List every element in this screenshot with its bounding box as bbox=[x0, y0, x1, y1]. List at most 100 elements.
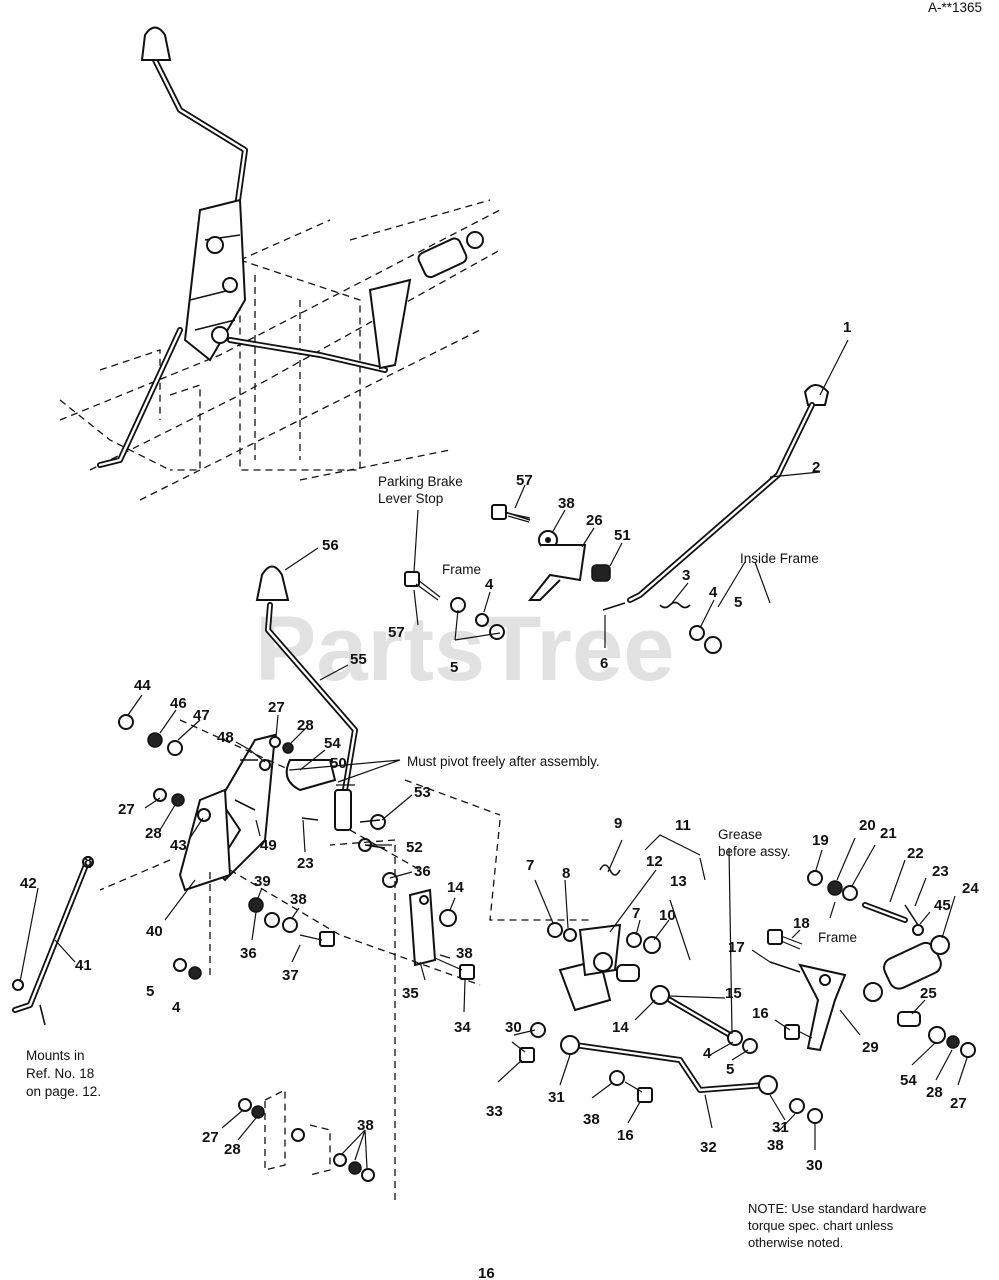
callout-c12: 12 bbox=[646, 853, 663, 870]
callout-c30b: 30 bbox=[806, 1157, 823, 1174]
callout-c20: 20 bbox=[859, 817, 876, 834]
callout-c40: 40 bbox=[146, 923, 163, 940]
callout-c49: 49 bbox=[260, 837, 277, 854]
callout-c14a: 14 bbox=[447, 879, 464, 896]
assembled-view bbox=[59, 26, 501, 501]
callout-c28c: 28 bbox=[926, 1084, 943, 1101]
callout-c5b: 5 bbox=[734, 594, 742, 611]
callout-c50: 50 bbox=[330, 755, 347, 772]
callout-c11: 11 bbox=[675, 817, 691, 834]
frame-label-top: Frame bbox=[442, 562, 481, 577]
callout-c48: 48 bbox=[217, 729, 234, 746]
callout-c28b: 28 bbox=[145, 825, 162, 842]
callout-c55: 55 bbox=[350, 651, 367, 668]
callout-c27d: 27 bbox=[202, 1129, 219, 1146]
callout-c14b: 14 bbox=[612, 1019, 629, 1036]
callout-c38a: 38 bbox=[558, 495, 575, 512]
control-rod-assembly bbox=[627, 384, 830, 603]
inside-frame-label: Inside Frame bbox=[740, 551, 819, 566]
callout-c24: 24 bbox=[962, 880, 979, 897]
callout-c32: 32 bbox=[700, 1139, 717, 1156]
callout-c57b: 57 bbox=[388, 624, 405, 641]
callout-c38e: 38 bbox=[767, 1137, 784, 1154]
must-pivot-label: Must pivot freely after assembly. bbox=[407, 754, 600, 769]
callout-c22: 22 bbox=[907, 845, 924, 862]
callout-c23a: 23 bbox=[297, 855, 314, 872]
callout-c8a: 8 bbox=[562, 865, 570, 882]
callout-c38b: 38 bbox=[290, 891, 307, 908]
callout-c38f: 38 bbox=[357, 1117, 374, 1134]
callout-c19: 19 bbox=[812, 832, 829, 849]
callout-c43: 43 bbox=[170, 837, 187, 854]
callout-c2: 2 bbox=[812, 459, 820, 476]
callout-c54b: 54 bbox=[900, 1072, 917, 1089]
callout-c42: 42 bbox=[20, 875, 37, 892]
callout-c18: 18 bbox=[793, 915, 810, 932]
callout-c7a: 7 bbox=[526, 857, 534, 874]
callout-c36a: 36 bbox=[414, 863, 431, 880]
grease-label-1: Grease bbox=[718, 827, 762, 842]
callout-c30a: 30 bbox=[505, 1019, 522, 1036]
callout-c5a: 5 bbox=[450, 659, 458, 676]
callout-c23b: 23 bbox=[932, 863, 949, 880]
callout-c7b: 7 bbox=[632, 905, 640, 922]
callout-c4c: 4 bbox=[172, 999, 181, 1016]
mounts-label-1: Mounts in bbox=[26, 1048, 85, 1063]
mounts-label-3: on page. 12. bbox=[26, 1084, 101, 1099]
note-line-3: otherwise noted. bbox=[748, 1235, 843, 1250]
leader-lines bbox=[19, 339, 968, 1169]
grease-label-2: before assy. bbox=[718, 844, 791, 859]
callout-c17: 17 bbox=[728, 939, 745, 956]
pivot-assembly bbox=[547, 834, 758, 1054]
callout-c45: 45 bbox=[934, 897, 951, 914]
callout-c21: 21 bbox=[880, 825, 897, 842]
lower-frame-hardware bbox=[99, 719, 590, 1200]
figure-code: A-**1365 bbox=[928, 0, 982, 15]
page-number: 16 bbox=[478, 1265, 495, 1280]
callout-c6: 6 bbox=[600, 655, 608, 672]
callout-c46: 46 bbox=[170, 695, 187, 712]
callout-c39: 39 bbox=[254, 873, 271, 890]
callout-c4b: 4 bbox=[709, 584, 718, 601]
parking-brake-stop-label-1: Parking Brake bbox=[378, 474, 463, 489]
callout-c47: 47 bbox=[193, 707, 210, 724]
frame-label-right: Frame bbox=[818, 930, 857, 945]
parking-brake-stop-hardware bbox=[404, 504, 722, 654]
callout-c57a: 57 bbox=[516, 472, 533, 489]
right-linkage bbox=[767, 870, 976, 1058]
callout-c10: 10 bbox=[659, 907, 676, 924]
callout-c38c: 38 bbox=[456, 945, 473, 962]
callout-c16b: 16 bbox=[617, 1127, 634, 1144]
callout-c44: 44 bbox=[134, 677, 151, 694]
callout-c28d: 28 bbox=[224, 1141, 241, 1158]
callout-c37: 37 bbox=[282, 967, 299, 984]
callout-c13: 13 bbox=[670, 873, 687, 890]
callout-c41: 41 bbox=[75, 957, 92, 974]
callout-c51: 51 bbox=[614, 527, 631, 544]
callout-c56: 56 bbox=[322, 537, 339, 554]
note-line-1: NOTE: Use standard hardware bbox=[748, 1201, 926, 1216]
callout-c31a: 31 bbox=[548, 1089, 565, 1106]
callout-c33: 33 bbox=[486, 1103, 503, 1120]
mounts-label-2: Ref. No. 18 bbox=[26, 1066, 94, 1081]
callout-c53: 53 bbox=[414, 784, 431, 801]
callout-c5c: 5 bbox=[146, 983, 154, 1000]
callout-c4d: 4 bbox=[703, 1045, 712, 1062]
callout-c1: 1 bbox=[843, 319, 851, 336]
callout-c26: 26 bbox=[586, 512, 603, 529]
callout-c28a: 28 bbox=[297, 717, 314, 734]
callout-c52: 52 bbox=[406, 839, 423, 856]
callout-c34: 34 bbox=[454, 1019, 471, 1036]
callout-c38d: 38 bbox=[583, 1111, 600, 1128]
callout-c9: 9 bbox=[614, 815, 622, 832]
callout-c4a: 4 bbox=[485, 576, 494, 593]
callout-c31b: 31 bbox=[772, 1119, 789, 1136]
callout-c27a: 27 bbox=[268, 699, 285, 716]
callout-c29: 29 bbox=[862, 1039, 879, 1056]
callout-c3: 3 bbox=[682, 567, 690, 584]
callout-c35: 35 bbox=[402, 985, 419, 1002]
callout-c25: 25 bbox=[920, 985, 937, 1002]
note-line-2: torque spec. chart unless bbox=[748, 1218, 894, 1233]
